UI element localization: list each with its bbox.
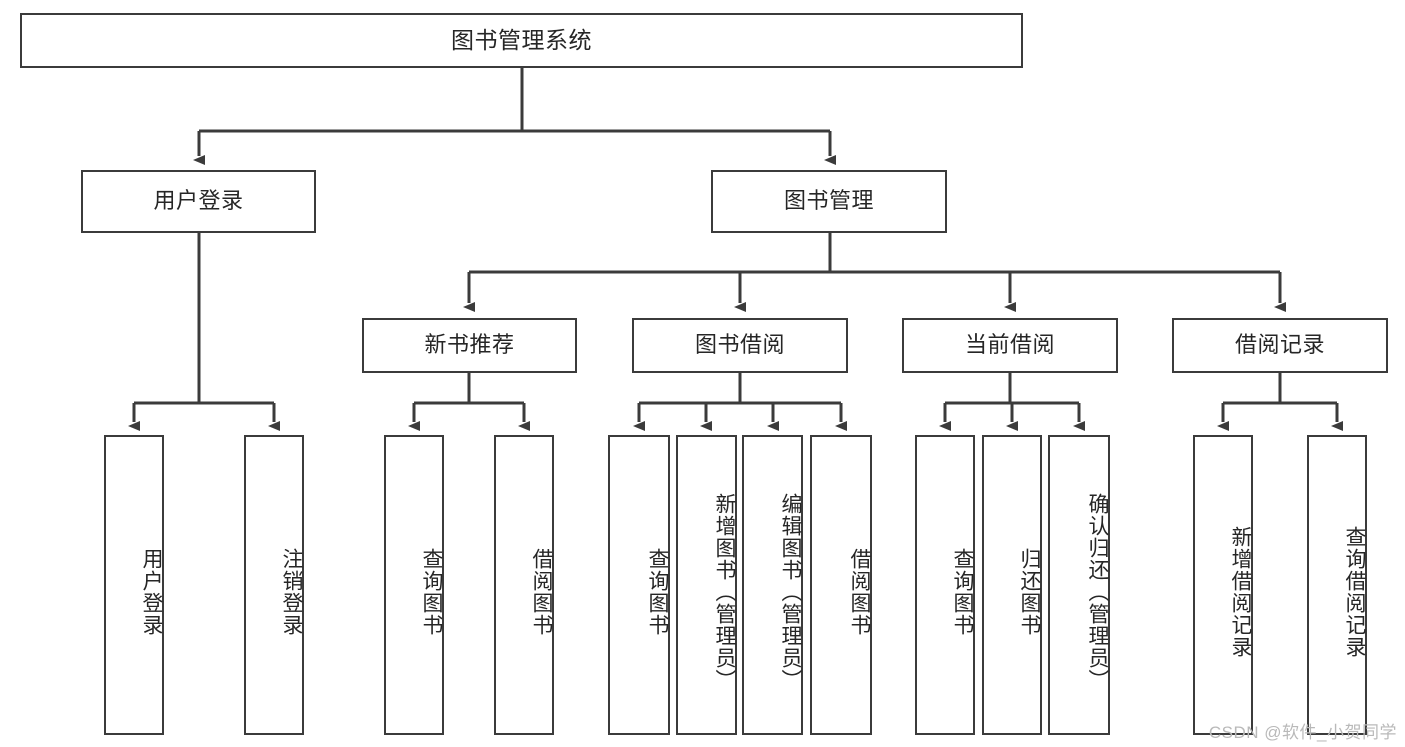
leaf-user-login-label: 用户登录 xyxy=(140,548,163,636)
node-root-label: 图书管理系统 xyxy=(451,26,592,53)
node-user-login-label: 用户登录 xyxy=(153,188,244,214)
node-user-login[interactable]: 用户登录 xyxy=(81,170,316,233)
leaf-add-record[interactable]: 新增借阅记录 xyxy=(1193,435,1253,735)
leaf-add-record-label: 新增借阅记录 xyxy=(1229,526,1252,658)
leaf-add-book-label: 新增图书（管理员） xyxy=(713,493,736,691)
leaf-query-book-1[interactable]: 查询图书 xyxy=(384,435,444,735)
leaf-add-book[interactable]: 新增图书（管理员） xyxy=(676,435,737,735)
leaf-query-book-3[interactable]: 查询图书 xyxy=(915,435,975,735)
leaf-return-book[interactable]: 归还图书 xyxy=(982,435,1042,735)
leaf-borrow-book-1-label: 借阅图书 xyxy=(530,548,553,636)
leaf-borrow-book-2-label: 借阅图书 xyxy=(848,548,871,636)
csdn-watermark: CSDN @软件_小贺同学 xyxy=(1208,723,1397,742)
node-new-book-recommend-label: 新书推荐 xyxy=(424,332,515,358)
leaf-return-book-label: 归还图书 xyxy=(1018,548,1041,636)
leaf-query-book-2[interactable]: 查询图书 xyxy=(608,435,670,735)
leaf-confirm-return-label: 确认归还（管理员） xyxy=(1086,493,1109,691)
node-current-borrow[interactable]: 当前借阅 xyxy=(902,318,1118,373)
leaf-query-book-2-label: 查询图书 xyxy=(646,548,669,636)
node-borrow-record-label: 借阅记录 xyxy=(1234,332,1325,358)
leaf-user-login[interactable]: 用户登录 xyxy=(104,435,164,735)
leaf-edit-book[interactable]: 编辑图书（管理员） xyxy=(742,435,803,735)
leaf-query-book-1-label: 查询图书 xyxy=(420,548,443,636)
node-borrow-record[interactable]: 借阅记录 xyxy=(1172,318,1388,373)
leaf-query-record[interactable]: 查询借阅记录 xyxy=(1307,435,1367,735)
leaf-borrow-book-2[interactable]: 借阅图书 xyxy=(810,435,872,735)
node-book-borrow[interactable]: 图书借阅 xyxy=(632,318,848,373)
node-root[interactable]: 图书管理系统 xyxy=(20,13,1023,68)
node-book-management-label: 图书管理 xyxy=(783,188,874,214)
node-book-borrow-label: 图书借阅 xyxy=(694,332,785,358)
leaf-confirm-return[interactable]: 确认归还（管理员） xyxy=(1048,435,1110,735)
leaf-edit-book-label: 编辑图书（管理员） xyxy=(779,493,802,691)
node-current-borrow-label: 当前借阅 xyxy=(964,332,1055,358)
node-book-management[interactable]: 图书管理 xyxy=(711,170,947,233)
leaf-borrow-book-1[interactable]: 借阅图书 xyxy=(494,435,554,735)
leaf-query-book-3-label: 查询图书 xyxy=(951,548,974,636)
leaf-query-record-label: 查询借阅记录 xyxy=(1343,526,1366,658)
node-new-book-recommend[interactable]: 新书推荐 xyxy=(362,318,577,373)
leaf-user-logout[interactable]: 注销登录 xyxy=(244,435,304,735)
leaf-user-logout-label: 注销登录 xyxy=(280,548,303,636)
